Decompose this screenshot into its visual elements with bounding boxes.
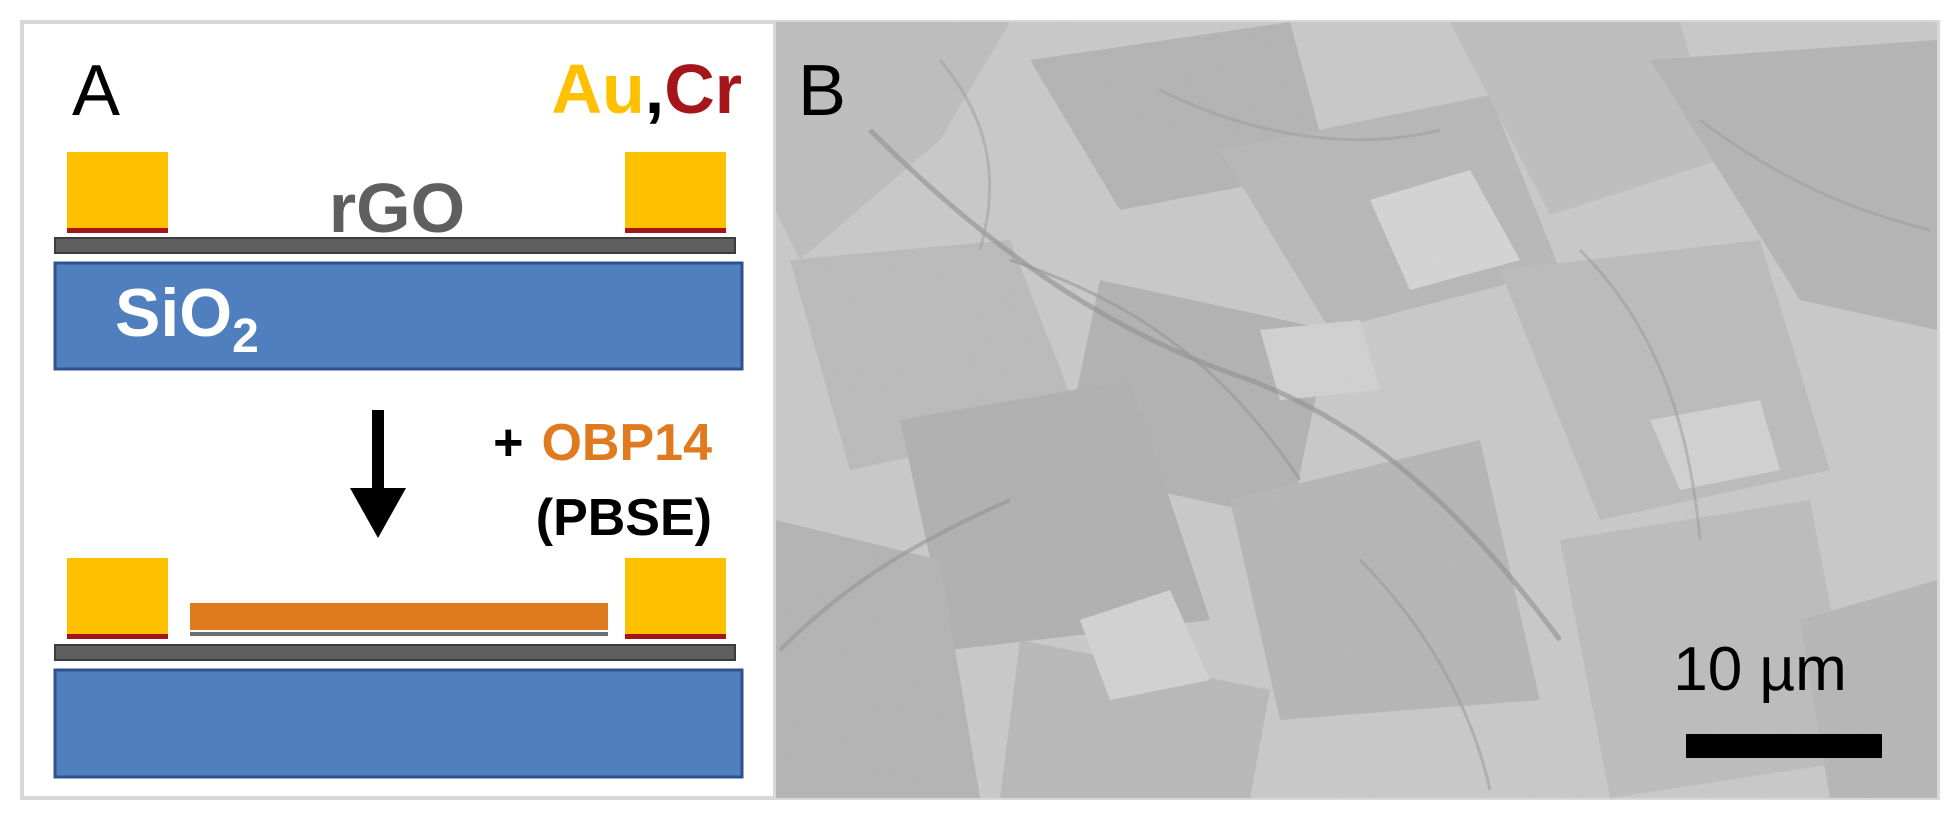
cr-layer-right-after [625,634,726,639]
panel-a-letter: A [72,51,120,131]
process-step: + OBP14 (PBSE) [350,410,712,547]
scale-bar [1686,734,1882,758]
scale-bar-label: 10 µm [1673,635,1847,704]
process-arrow-head [350,488,406,538]
step-protein-label: OBP14 [541,414,712,472]
pbse-linker-layer [190,632,608,636]
rgo-label: rGO [329,169,465,247]
panel-divider [773,22,776,798]
metal-separator: , [645,50,664,128]
sio2-label: SiO2 [115,275,259,363]
cr-layer-left-after [67,634,168,639]
step-label-line1: + OBP14 [493,414,712,472]
sio2-label-subscript: 2 [232,310,259,363]
au-electrode-right-after [625,558,726,634]
cr-layer-right [625,228,726,233]
step-linker-label: (PBSE) [536,489,712,547]
sio2-label-main: SiO [115,275,232,351]
au-electrode-left [67,152,168,228]
sio2-substrate [53,261,744,371]
panel-b-letter: B [798,51,846,131]
rgo-layer [54,237,736,254]
metal-legend: Au,Cr [551,50,742,128]
device-after [53,558,744,779]
cr-layer-left [67,228,168,233]
panel-b: B 10 µm [773,22,1937,798]
sem-image [775,22,1937,798]
sio2-substrate-after [53,668,744,779]
device-before: rGO SiO2 [53,152,744,371]
metal-au-label: Au [551,50,644,128]
panel-a: A Au,Cr rGO SiO2 + OBP14 (PBSE) [53,50,744,779]
rgo-layer-after [54,644,736,661]
metal-cr-label: Cr [664,50,742,128]
obp14-layer [190,603,608,630]
au-electrode-left-after [67,558,168,634]
au-electrode-right [625,152,726,228]
step-plus: + [493,414,523,472]
